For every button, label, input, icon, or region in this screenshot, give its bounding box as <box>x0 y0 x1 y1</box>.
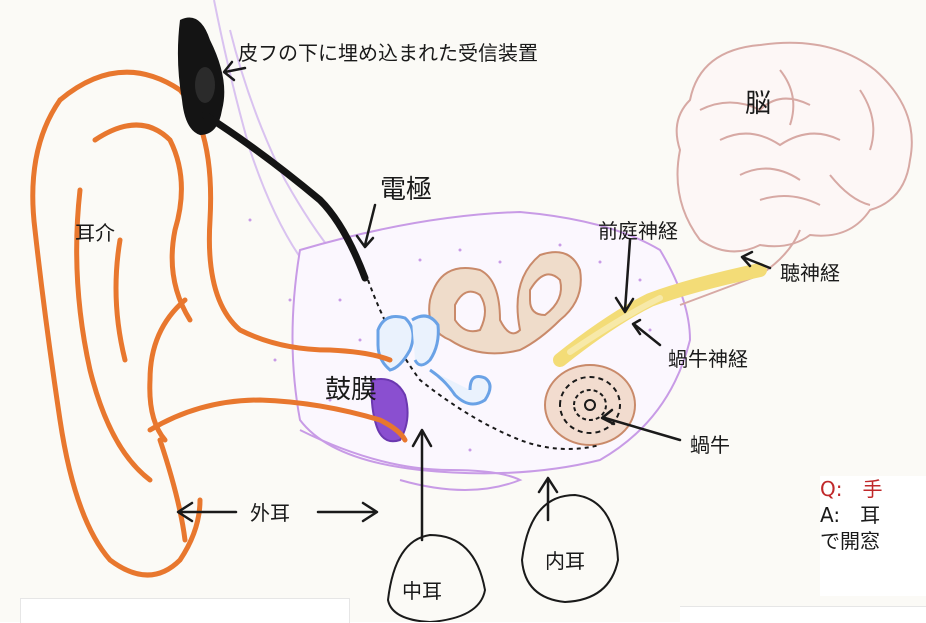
semicircular-canals <box>428 251 582 355</box>
answer-line-1: A: 耳 <box>820 503 881 527</box>
label-receiver: 皮フの下に埋め込まれた受信装置 <box>238 41 538 65</box>
cochlea-spiral <box>544 364 636 446</box>
qa-snippet: Q: 手 A: 耳 で開窓 <box>820 476 926 596</box>
label-cochlear-nerve: 蝸牛神経 <box>668 347 748 371</box>
ear-canal-lower-tissue <box>299 429 523 491</box>
label-eardrum: 鼓膜 <box>325 375 377 405</box>
bottom-right-card <box>680 606 926 623</box>
label-brain: 脳 <box>745 89 771 119</box>
label-vestibular-nerve: 前庭神経 <box>598 219 678 243</box>
inner-ear-bubble <box>520 493 620 604</box>
label-auditory-nerve: 聴神経 <box>780 261 840 285</box>
label-electrode: 電極 <box>380 175 432 205</box>
nerve-bundle-highlight <box>567 295 663 355</box>
outer-ear-drawing <box>30 69 408 578</box>
brain-drawing <box>675 41 913 306</box>
question-line: Q: 手 <box>820 477 883 501</box>
receiver-device <box>177 17 369 282</box>
label-middle-ear: 中耳 <box>402 579 442 603</box>
label-inner-ear: 内耳 <box>545 549 585 573</box>
middle-ear-bubble <box>386 533 487 622</box>
label-auricle: 耳介 <box>75 221 115 245</box>
bone-texture-dots <box>248 218 652 452</box>
label-outer-ear: 外耳 <box>250 501 290 525</box>
answer-line-2: で開窓 <box>820 529 880 553</box>
label-cochlea: 蝸牛 <box>690 433 730 457</box>
annotation-arrows <box>176 60 772 542</box>
bottom-left-card <box>20 598 350 623</box>
